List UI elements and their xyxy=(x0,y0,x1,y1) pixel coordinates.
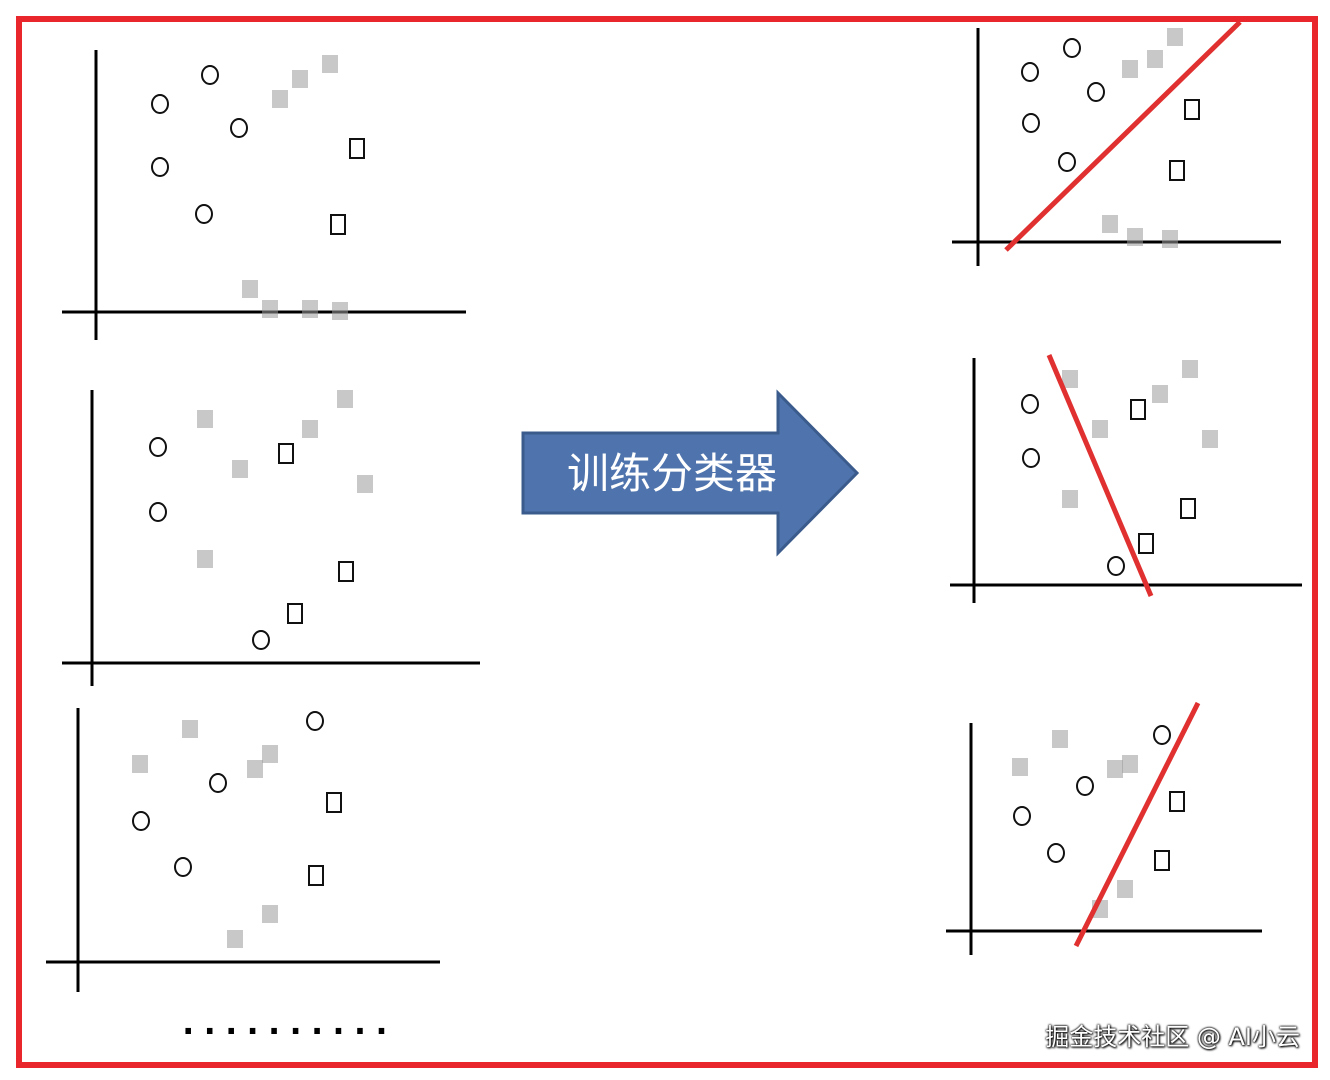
blurred-point xyxy=(262,745,278,763)
circle-point xyxy=(1058,152,1076,172)
blurred-point xyxy=(182,720,198,738)
blurred-point xyxy=(1127,228,1143,246)
square-point xyxy=(326,792,342,813)
blurred-point xyxy=(272,90,288,108)
square-point xyxy=(330,214,346,235)
blurred-point xyxy=(1062,370,1078,388)
blurred-point xyxy=(262,905,278,923)
circle-point xyxy=(1022,113,1040,133)
blurred-point xyxy=(1117,880,1133,898)
circle-point xyxy=(1153,725,1171,745)
circle-point xyxy=(195,204,213,224)
circle-point xyxy=(1022,448,1040,468)
blurred-point xyxy=(197,410,213,428)
square-point xyxy=(1169,160,1185,181)
circle-point xyxy=(230,118,248,138)
outer-red-frame xyxy=(16,16,1318,1068)
watermark: 掘金技术社区 @ AI小云 xyxy=(1045,1023,1300,1051)
square-point xyxy=(278,443,294,464)
circle-point xyxy=(1107,556,1125,576)
blurred-point xyxy=(332,302,348,320)
separator-line xyxy=(1046,354,1154,597)
blurred-point xyxy=(302,420,318,438)
circle-point xyxy=(201,65,219,85)
separator-line xyxy=(1073,701,1201,948)
blurred-point xyxy=(232,460,248,478)
square-point xyxy=(1154,850,1170,871)
square-point xyxy=(1169,791,1185,812)
blurred-point xyxy=(262,300,278,318)
circle-point xyxy=(1047,843,1065,863)
circle-point xyxy=(149,437,167,457)
circle-point xyxy=(306,711,324,731)
circle-point xyxy=(149,502,167,522)
blurred-point xyxy=(1107,760,1123,778)
blurred-point xyxy=(1147,50,1163,68)
more-examples-ellipsis: .......... xyxy=(178,1003,393,1043)
blurred-point xyxy=(337,390,353,408)
square-point xyxy=(1184,99,1200,120)
circle-point xyxy=(151,157,169,177)
circle-point xyxy=(1087,82,1105,102)
arrow-label: 训练分类器 xyxy=(567,449,777,498)
blurred-point xyxy=(197,550,213,568)
blurred-point xyxy=(132,755,148,773)
blurred-point xyxy=(227,930,243,948)
blurred-point xyxy=(1102,215,1118,233)
circle-point xyxy=(1021,394,1039,414)
circle-point xyxy=(1013,806,1031,826)
circle-point xyxy=(1021,62,1039,82)
left-panel-1 xyxy=(62,50,466,340)
circle-point xyxy=(132,811,150,831)
square-point xyxy=(349,138,365,159)
arrow-shape xyxy=(521,389,860,557)
circle-point xyxy=(174,857,192,877)
right-panel-2 xyxy=(950,354,1302,603)
right-panel-1 xyxy=(952,20,1281,266)
right-panel-3 xyxy=(946,701,1262,955)
blurred-point xyxy=(1182,360,1198,378)
circle-point xyxy=(151,94,169,114)
square-point xyxy=(1130,399,1146,420)
blurred-point xyxy=(357,475,373,493)
blurred-point xyxy=(1162,230,1178,248)
square-point xyxy=(308,865,324,886)
circle-point xyxy=(209,773,227,793)
blurred-point xyxy=(302,300,318,318)
blurred-point xyxy=(1012,758,1028,776)
square-point xyxy=(1180,498,1196,519)
blurred-point xyxy=(1167,28,1183,46)
square-point xyxy=(338,561,354,582)
blurred-point xyxy=(247,760,263,778)
circle-point xyxy=(252,630,270,650)
blurred-point xyxy=(292,70,308,88)
blurred-point xyxy=(322,55,338,73)
circle-point xyxy=(1076,776,1094,796)
square-point xyxy=(287,603,303,624)
blurred-point xyxy=(242,280,258,298)
left-panel-3 xyxy=(46,708,440,992)
separator-line xyxy=(1004,20,1242,252)
blurred-point xyxy=(1092,420,1108,438)
blurred-point xyxy=(1152,385,1168,403)
circle-point xyxy=(1063,38,1081,58)
train-classifier-arrow: 训练分类器 xyxy=(521,389,860,557)
square-point xyxy=(1138,533,1154,554)
blurred-point xyxy=(1052,730,1068,748)
blurred-point xyxy=(1122,60,1138,78)
left-panel-2 xyxy=(62,390,480,686)
blurred-point xyxy=(1062,490,1078,508)
blurred-point xyxy=(1202,430,1218,448)
blurred-point xyxy=(1122,755,1138,773)
